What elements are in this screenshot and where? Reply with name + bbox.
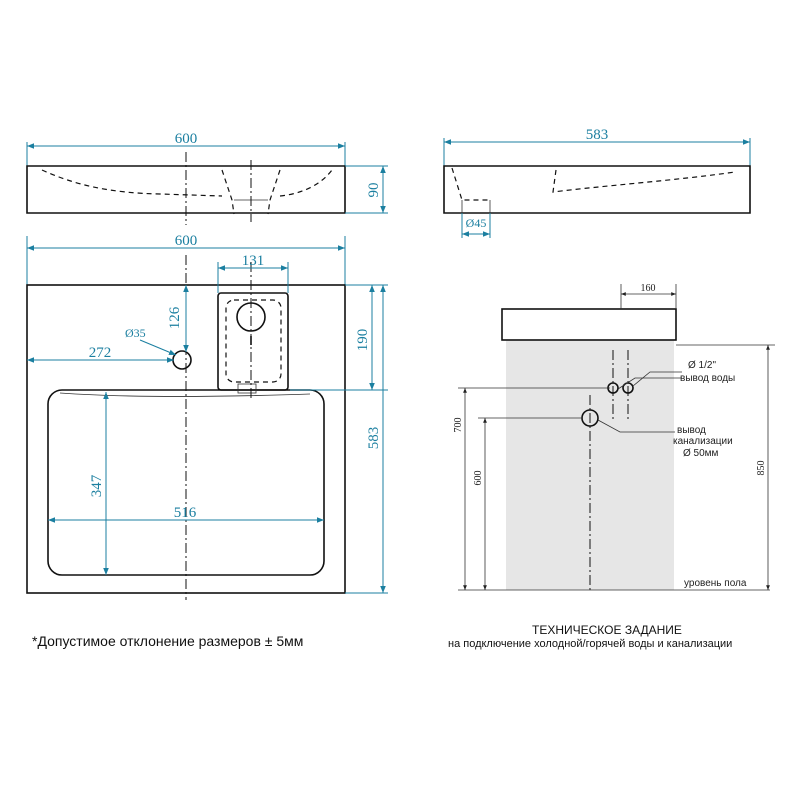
tap-width-label: 131 <box>242 253 265 269</box>
hole-diameter-label: Ø35 <box>125 326 146 340</box>
drain-label-line3: Ø 50мм <box>683 448 719 459</box>
tap-deck <box>217 292 289 391</box>
top-view: 600 Ø35 131 126 272 190 <box>26 233 388 600</box>
front-width-label: 600 <box>175 131 198 147</box>
water-diameter-label: Ø 1/2" <box>688 360 716 371</box>
height-700-label: 700 <box>453 418 464 433</box>
front-view: 600 90 <box>26 131 388 225</box>
tap-depth-label: 190 <box>355 329 371 352</box>
side-depth-label: 583 <box>586 127 609 143</box>
drain-label-line1: вывод <box>677 425 706 436</box>
hole-offset-label: 272 <box>89 345 112 361</box>
height-600-label: 600 <box>473 471 484 486</box>
bowl-depth-label: 347 <box>89 474 105 497</box>
tolerance-note: *Допустимое отклонение размеров ± 5мм <box>32 633 304 649</box>
floor-level-label: уровень пола <box>684 578 747 589</box>
front-height-label: 90 <box>366 183 382 198</box>
water-outlet-label: вывод воды <box>680 373 735 384</box>
height-850-label: 850 <box>756 461 767 476</box>
tap-offset-label: 126 <box>167 306 183 329</box>
side-hole-label: Ø45 <box>466 216 487 230</box>
spec-subtitle: на подключение холодной/горячей воды и к… <box>448 638 733 650</box>
overflow-hole-icon <box>172 350 192 370</box>
offset-label: 160 <box>641 283 656 294</box>
top-width-label: 600 <box>175 233 198 249</box>
drain-label-line2: канализации <box>673 436 733 447</box>
total-depth-label: 583 <box>366 427 382 450</box>
installation-schema: 160 Ø 1/2" вывод воды вывод канализации … <box>453 283 775 591</box>
spec-title: ТЕХНИЧЕСКОЕ ЗАДАНИЕ <box>532 623 682 637</box>
side-view: 583 Ø45 <box>443 127 751 238</box>
basin-side-block <box>501 308 677 341</box>
bowl-width-label: 516 <box>174 505 197 521</box>
